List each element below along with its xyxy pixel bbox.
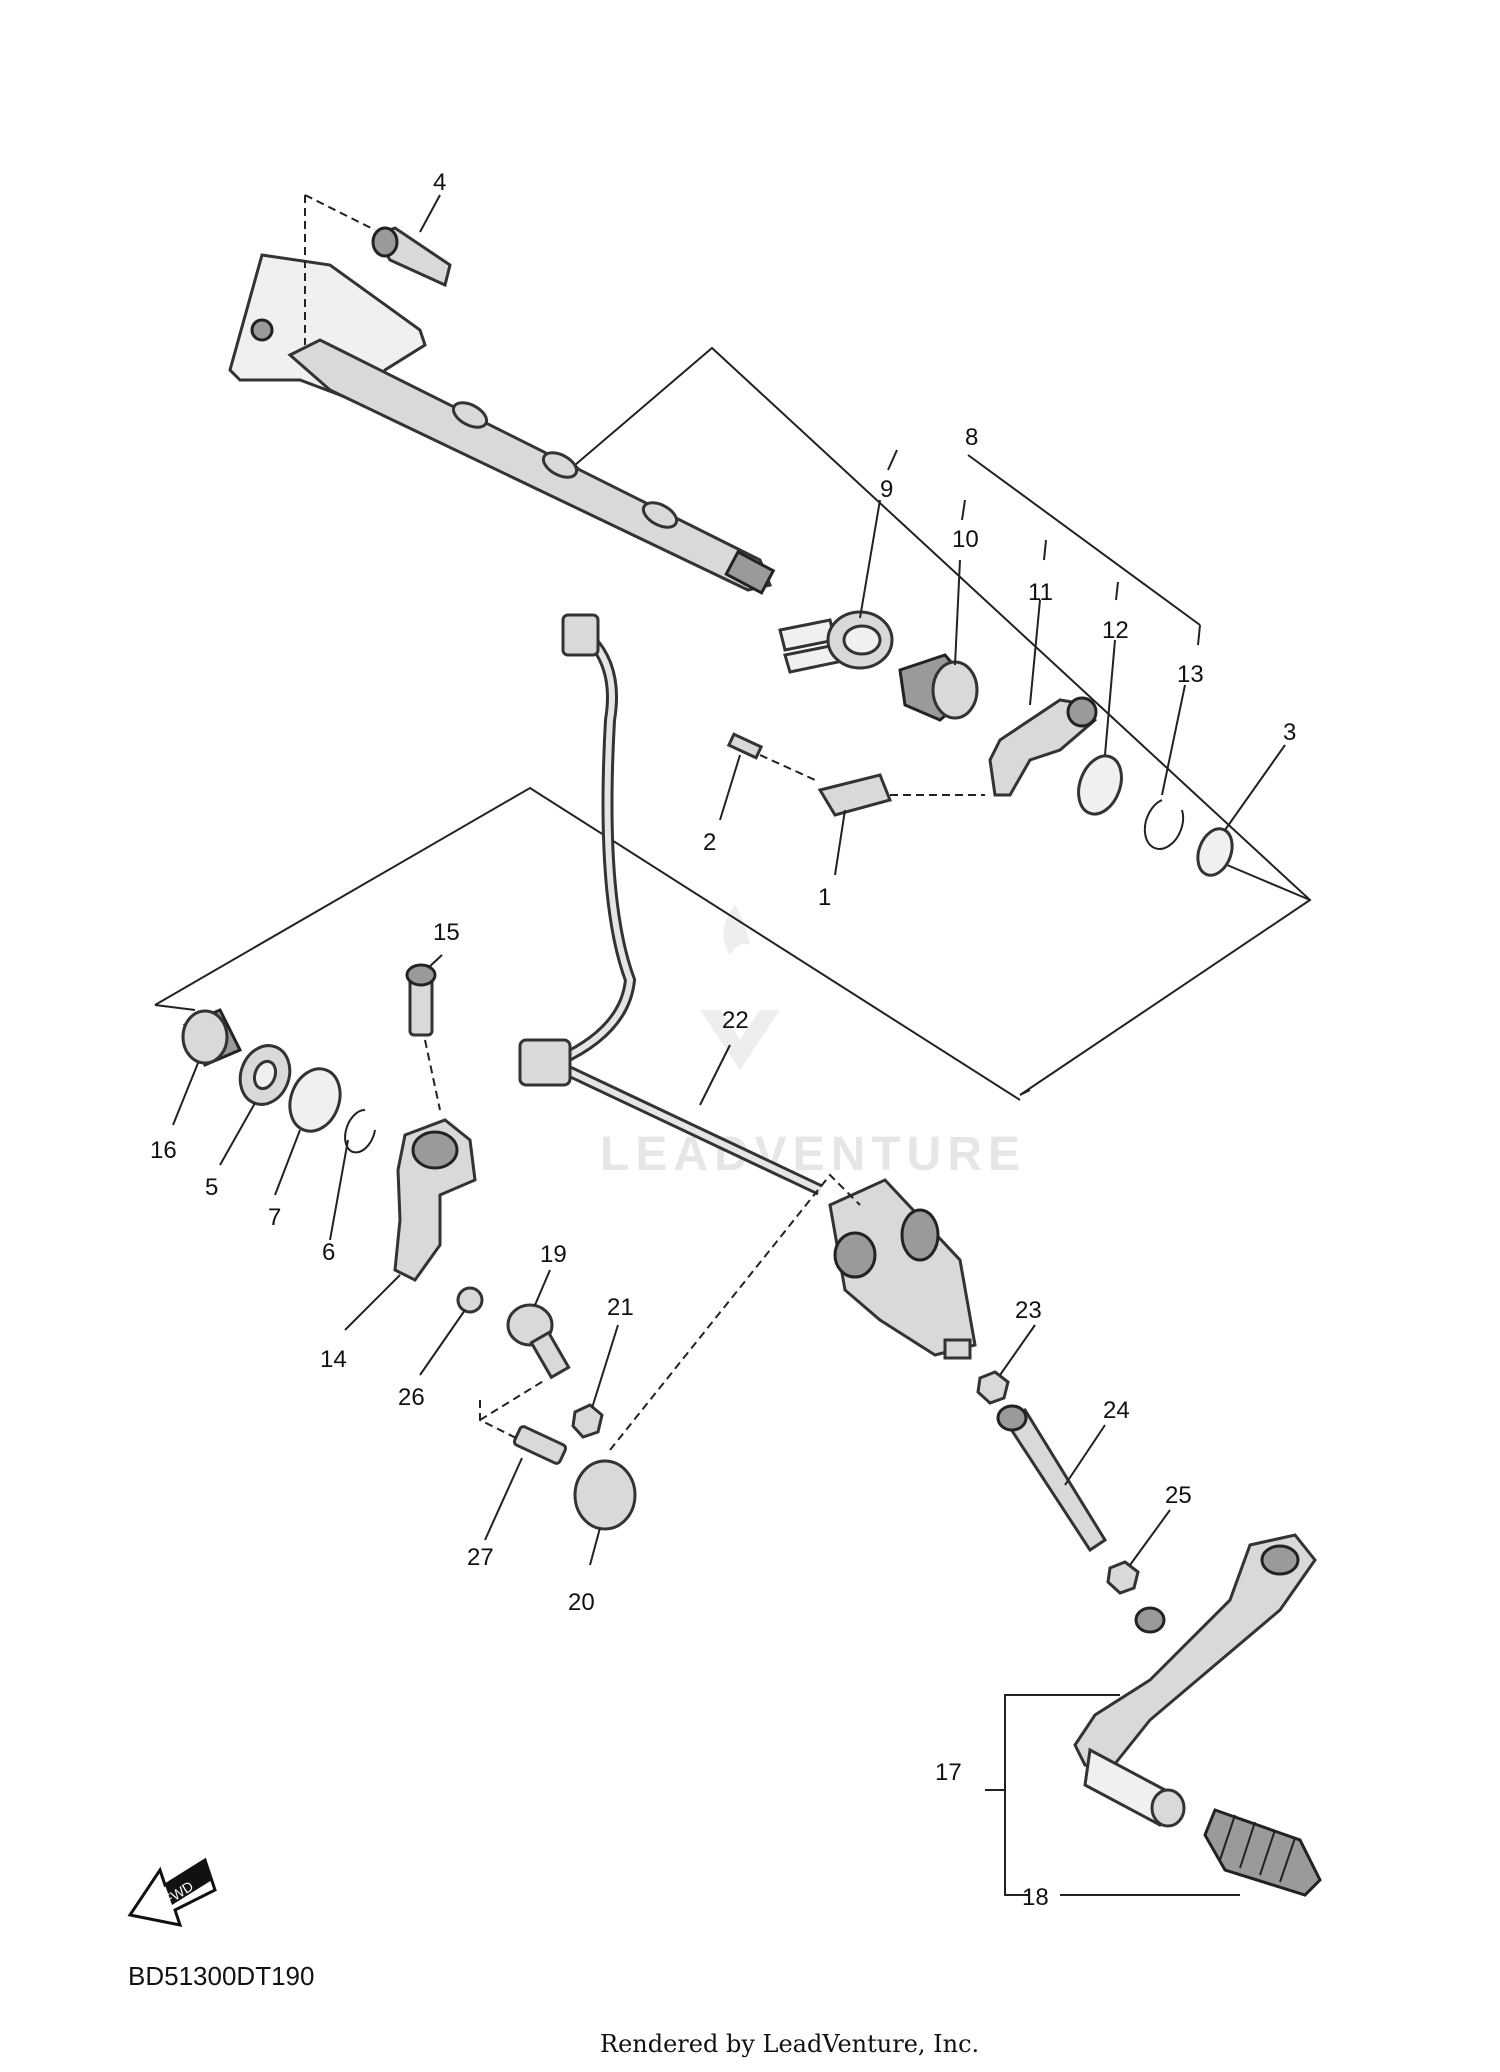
part-27-bolt — [479, 1379, 568, 1465]
callout-23: 23 — [1015, 1297, 1042, 1324]
connection-dash — [609, 1173, 861, 1451]
callout-12: 12 — [1102, 617, 1129, 644]
callout-27: 27 — [467, 1544, 494, 1571]
callout-16: 16 — [150, 1137, 177, 1164]
callout-19: 19 — [540, 1241, 567, 1268]
part-20-cap — [573, 1459, 637, 1531]
callout-18: 18 — [1022, 1884, 1049, 1911]
part-26-nut — [456, 1286, 484, 1314]
part-22-rod — [518, 613, 823, 1196]
part-7-washer — [288, 1067, 342, 1133]
callout-1: 1 — [818, 884, 831, 911]
callout-24: 24 — [1103, 1397, 1130, 1424]
part-10-collar — [898, 653, 979, 722]
part-9-spring — [778, 610, 894, 674]
part-11-arm — [988, 696, 1098, 797]
callout-17: 17 — [935, 1759, 962, 1786]
fwd-arrow-icon: FWD — [127, 1857, 217, 1927]
callout-4: 4 — [433, 169, 446, 196]
watermark: LEADVENTURE — [600, 905, 1026, 1181]
diagram-code: BD51300DT190 — [128, 1961, 314, 1991]
part-18-rubber — [1203, 1808, 1322, 1897]
callout-22: 22 — [722, 1007, 749, 1034]
part-24-rod — [996, 1404, 1108, 1553]
callout-15: 15 — [433, 919, 460, 946]
part-15-bolt — [405, 963, 441, 1111]
callout-25: 25 — [1165, 1482, 1192, 1509]
part-25-nut — [1106, 1560, 1140, 1595]
callout-21: 21 — [607, 1294, 634, 1321]
part-21-nut — [571, 1403, 604, 1439]
part-23-nut — [976, 1370, 1010, 1405]
part-6-clip — [344, 1108, 376, 1154]
lower-group-frame — [154, 786, 1021, 1101]
upper-group-frame — [574, 346, 1312, 1096]
callout-5: 5 — [205, 1174, 218, 1201]
part-19-ball-joint — [506, 1303, 571, 1380]
callout-14: 14 — [320, 1346, 347, 1373]
part-13-circlip — [1143, 799, 1185, 850]
part-17-pedal — [1073, 1533, 1317, 1828]
callout-26: 26 — [398, 1384, 425, 1411]
part-1-2-group — [726, 732, 985, 817]
callout-8: 8 — [965, 424, 978, 451]
callout-20: 20 — [568, 1589, 595, 1616]
callout-numbers: 4 8 9 10 11 12 13 3 2 1 15 22 16 5 7 6 1… — [150, 169, 1296, 1911]
callout-11: 11 — [1028, 579, 1053, 606]
kit-8-bracket — [887, 449, 1201, 646]
callout-10: 10 — [952, 526, 979, 553]
callout-13: 13 — [1177, 661, 1204, 688]
part-4-bolt — [304, 194, 452, 345]
part-12-washer — [1077, 754, 1123, 816]
part-5-washer-hole — [252, 1059, 278, 1091]
callout-2: 2 — [703, 829, 716, 856]
footer-credit: Rendered by LeadVenture, Inc. — [600, 2030, 979, 2058]
leader-lines — [172, 194, 1286, 1566]
part-22-sensor — [828, 1178, 977, 1360]
part-14-arm — [393, 1118, 477, 1282]
watermark-text: LEADVENTURE — [600, 1128, 1026, 1181]
callout-3: 3 — [1283, 719, 1296, 746]
callout-7: 7 — [268, 1204, 281, 1231]
part-16-bushing — [181, 1008, 243, 1067]
callout-6: 6 — [322, 1239, 335, 1266]
callout-9: 9 — [880, 476, 893, 503]
bracket-17-18 — [985, 1694, 1240, 1896]
part-3-washer — [1196, 827, 1234, 877]
shift-shaft — [228, 253, 776, 595]
